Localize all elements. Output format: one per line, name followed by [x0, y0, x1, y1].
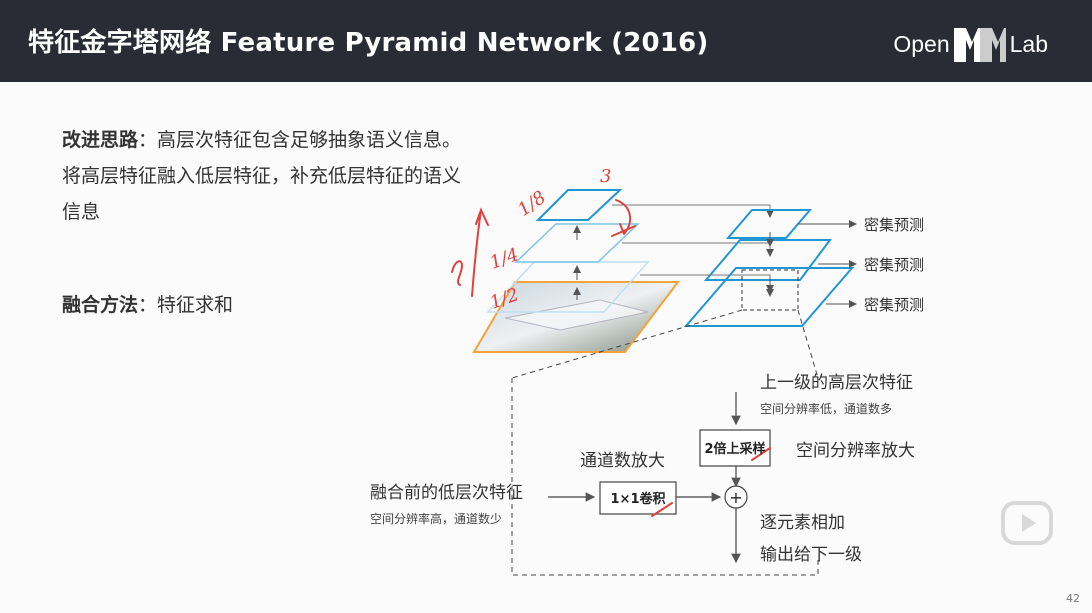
- logo-text-lab: Lab: [1009, 30, 1048, 57]
- slide-title: 特征金字塔网络 Feature Pyramid Network (2016): [28, 28, 709, 58]
- upsample-desc: 空间分辨率放大: [796, 441, 915, 461]
- pyramid-p3: [703, 239, 832, 281]
- handwritten-annotations: [451, 199, 771, 517]
- output-label: 输出给下一级: [760, 545, 862, 565]
- prediction-label-mid: 密集预测: [864, 256, 925, 274]
- highlight-box: [741, 269, 799, 311]
- slide-header: 特征金字塔网络 Feature Pyramid Network (2016) O…: [0, 0, 1092, 82]
- fusion-label: 融合方法: [62, 294, 139, 316]
- idea-text: ：高层次特征包含足够抽象语义信息。将高层特征融入低层特征，补充低层特征的语义信息: [62, 129, 462, 223]
- hw-3: 3: [600, 166, 611, 187]
- pyramid-p4: [725, 209, 813, 239]
- channel-expand-label: 通道数放大: [580, 451, 665, 471]
- boat-shape: [504, 299, 649, 331]
- elementwise-label: 逐元素相加: [760, 513, 845, 533]
- hw-1-4: 1/4: [487, 244, 521, 274]
- fusion-paragraph: 融合方法：特征求和: [62, 290, 233, 317]
- openmmlab-logo: Open Lab: [893, 24, 1048, 64]
- mm-logo-icon: [953, 28, 1006, 62]
- lower-feature-label: 融合前的低层次特征: [370, 483, 523, 503]
- upper-feature-label: 上一级的高层次特征: [760, 373, 913, 393]
- conv-box-label: 1×1卷积: [611, 491, 666, 507]
- prediction-label-top: 密集预测: [864, 216, 925, 234]
- feature-map-c2: [486, 261, 650, 313]
- fusion-text: ：特征求和: [138, 294, 234, 316]
- video-play-icon[interactable]: [995, 497, 1059, 553]
- sum-node-label: +: [729, 488, 742, 507]
- idea-paragraph: 改进思路：高层次特征包含足够抽象语义信息。将高层特征融入低层特征，补充低层特征的…: [62, 122, 462, 230]
- upsample-box: [699, 429, 771, 467]
- feature-map-c4: [535, 189, 623, 221]
- prediction-label-bottom: 密集预测: [864, 296, 925, 314]
- page-number: 42: [1066, 592, 1080, 605]
- idea-label: 改进思路: [62, 129, 139, 151]
- upper-feature-sub: 空间分辨率低，通道数多: [760, 402, 893, 416]
- hw-1-8: 1/8: [514, 187, 550, 221]
- pyramid-p2: [683, 267, 855, 327]
- lower-feature-sub: 空间分辨率高，通道数少: [370, 512, 503, 526]
- logo-text-open: Open: [893, 30, 950, 57]
- upsample-box-label: 2倍上采样: [704, 441, 765, 457]
- feature-map-c3: [514, 223, 640, 263]
